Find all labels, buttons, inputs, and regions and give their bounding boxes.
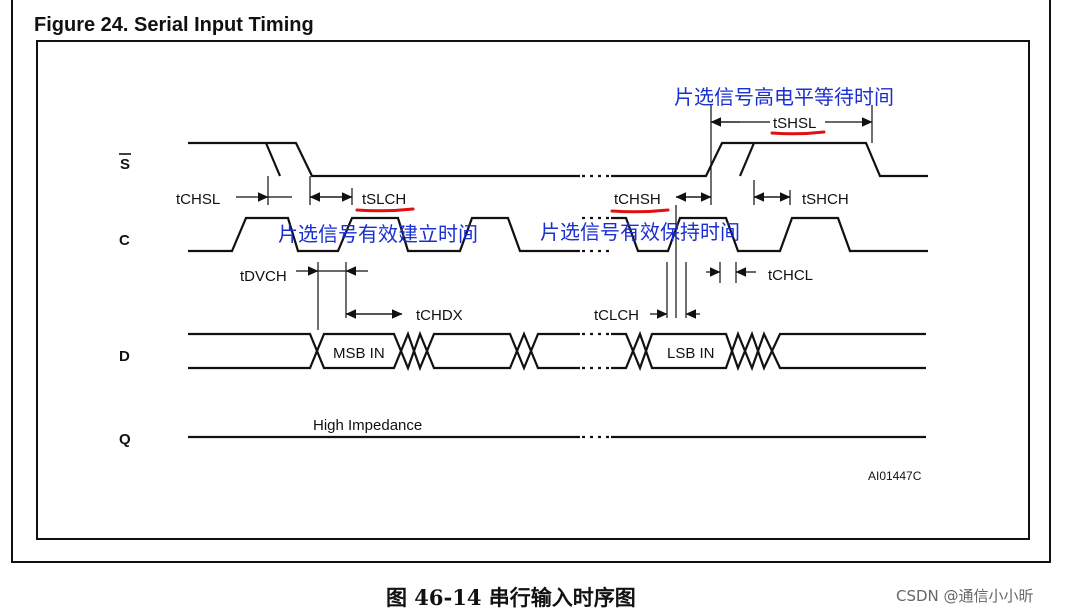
annotation-chip-select-high-wait: 片选信号高电平等待时间 — [674, 85, 894, 109]
signal-label-s: S — [120, 156, 130, 173]
watermark: CSDN @通信小小昕 — [896, 587, 1034, 605]
tslch-underline — [355, 207, 415, 213]
tshsl-label: tSHSL — [773, 115, 816, 132]
lsb-in-label: LSB IN — [667, 345, 715, 362]
tdvch-label: tDVCH — [240, 268, 287, 285]
figure-caption: 图 46-14 串行输入时序图 — [386, 585, 636, 610]
s-waveform — [188, 141, 928, 178]
outer-frame — [11, 0, 1051, 563]
tchsh-underline — [610, 208, 670, 214]
tshch-label: tSHCH — [802, 191, 849, 208]
tclch-label: tCLCH — [594, 307, 639, 324]
signal-label-c: C — [119, 232, 130, 249]
figure-title: Figure 24. Serial Input Timing — [34, 14, 314, 36]
tchsh-label: tCHSH — [614, 191, 661, 208]
msb-in-label: MSB IN — [333, 345, 385, 362]
tchsl-label: tCHSL — [176, 191, 220, 208]
tshsl-underline — [770, 130, 826, 136]
signal-label-d: D — [119, 348, 130, 365]
annotation-chip-select-hold: 片选信号有效保持时间 — [540, 220, 740, 244]
dimension-arrows — [236, 117, 873, 319]
signal-label-q: Q — [119, 431, 131, 448]
figure-code: AI01447C — [868, 469, 922, 483]
tchdx-label: tCHDX — [416, 307, 463, 324]
tchcl-label: tCHCL — [768, 267, 813, 284]
tslch-label: tSLCH — [362, 191, 406, 208]
d-waveform — [188, 330, 926, 372]
diagram-frame — [36, 40, 1030, 540]
reference-lines — [267, 105, 873, 330]
annotation-chip-select-setup: 片选信号有效建立时间 — [278, 222, 478, 246]
high-impedance-label: High Impedance — [313, 417, 422, 434]
c-waveform — [188, 216, 928, 253]
